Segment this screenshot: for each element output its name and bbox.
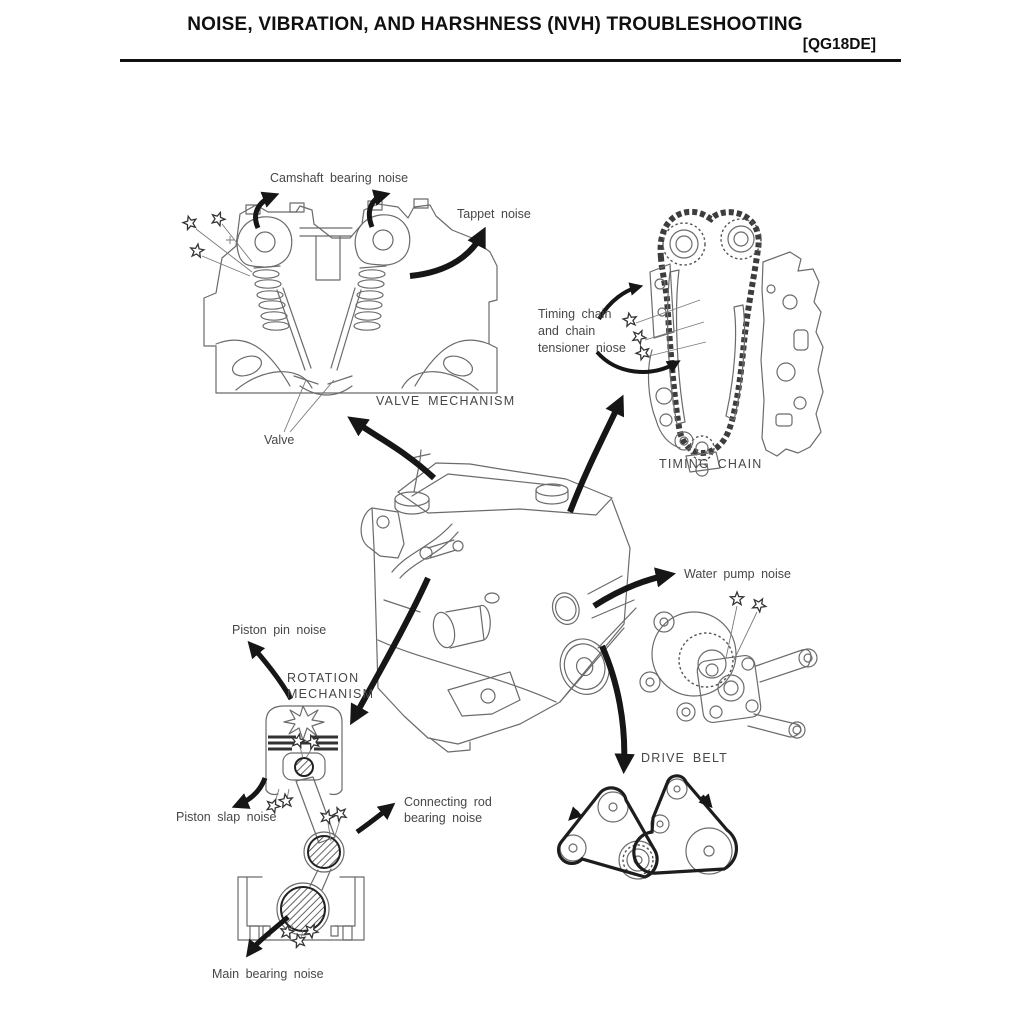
caption-timing-chain: TIMING CHAIN: [659, 457, 763, 471]
header-rule: [120, 59, 901, 62]
timing-chain-drawing: [635, 208, 824, 477]
caption-drive-belt: DRIVE BELT: [641, 751, 729, 765]
star-icon: [629, 327, 649, 346]
water-pump-drawing: [639, 605, 818, 739]
star-icon: [729, 591, 745, 606]
arrow-chain-lower: [595, 350, 681, 374]
star-icon: [633, 343, 652, 362]
star-icon: [289, 732, 307, 749]
label-camshaft-bearing-noise: Camshaft bearing noise: [270, 171, 409, 185]
star-icon: [181, 213, 199, 231]
arrow-piston-pin-noise: [247, 640, 294, 701]
label-piston-slap-noise: Piston slap noise: [176, 810, 277, 824]
star-icon: [277, 792, 295, 809]
star-icon: [209, 209, 228, 228]
caption-rotation-mechanism: ROTATION MECHANISM: [287, 671, 375, 701]
belt-direction-arrow: [698, 793, 713, 809]
arrow-main-bearing-noise: [245, 915, 290, 958]
arrow-camshaft-right: [366, 189, 391, 228]
label-piston-pin-noise: Piston pin noise: [232, 623, 327, 637]
label-connecting-rod-bearing-noise: Connecting rod bearing noise: [404, 795, 492, 825]
label-valve: Valve: [264, 433, 295, 447]
engine-assembly-drawing: [360, 449, 637, 753]
engine-code: [QG18DE]: [802, 36, 876, 53]
label-water-pump-noise: Water pump noise: [684, 567, 791, 581]
label-tappet-noise: Tappet noise: [457, 207, 531, 221]
star-icon: [749, 594, 769, 614]
arrow-to-timing-chain: [567, 394, 625, 514]
arrow-tappet-noise: [409, 226, 486, 279]
belt-direction-arrow: [568, 806, 583, 821]
noise-star-icons: [181, 209, 769, 949]
piston-crank-drawing: [237, 705, 365, 941]
pointer-arrows: [231, 189, 681, 958]
star-icon: [188, 242, 206, 259]
arrow-chain-upper: [597, 282, 644, 321]
page-title: NOISE, VIBRATION, AND HARSHNESS (NVH) TR…: [187, 14, 803, 35]
arrow-water-pump-noise: [592, 567, 677, 609]
arrow-to-drive-belt: [599, 644, 635, 775]
drive-belt-drawing: [556, 774, 738, 880]
arrow-to-rotation-mechanism: [350, 576, 431, 726]
caption-valve-mechanism: VALVE MECHANISM: [376, 394, 516, 408]
star-icon: [330, 804, 350, 823]
label-main-bearing-noise: Main bearing noise: [212, 967, 324, 981]
arrow-connecting-rod-noise: [355, 802, 396, 835]
arrow-piston-slap-noise: [231, 777, 268, 809]
arrow-to-valve-mechanism: [347, 416, 437, 481]
arrow-camshaft-left: [253, 191, 280, 230]
star-icon: [318, 807, 336, 825]
label-timing-chain-note: Timing chain and chain tensioner niose: [538, 307, 626, 355]
